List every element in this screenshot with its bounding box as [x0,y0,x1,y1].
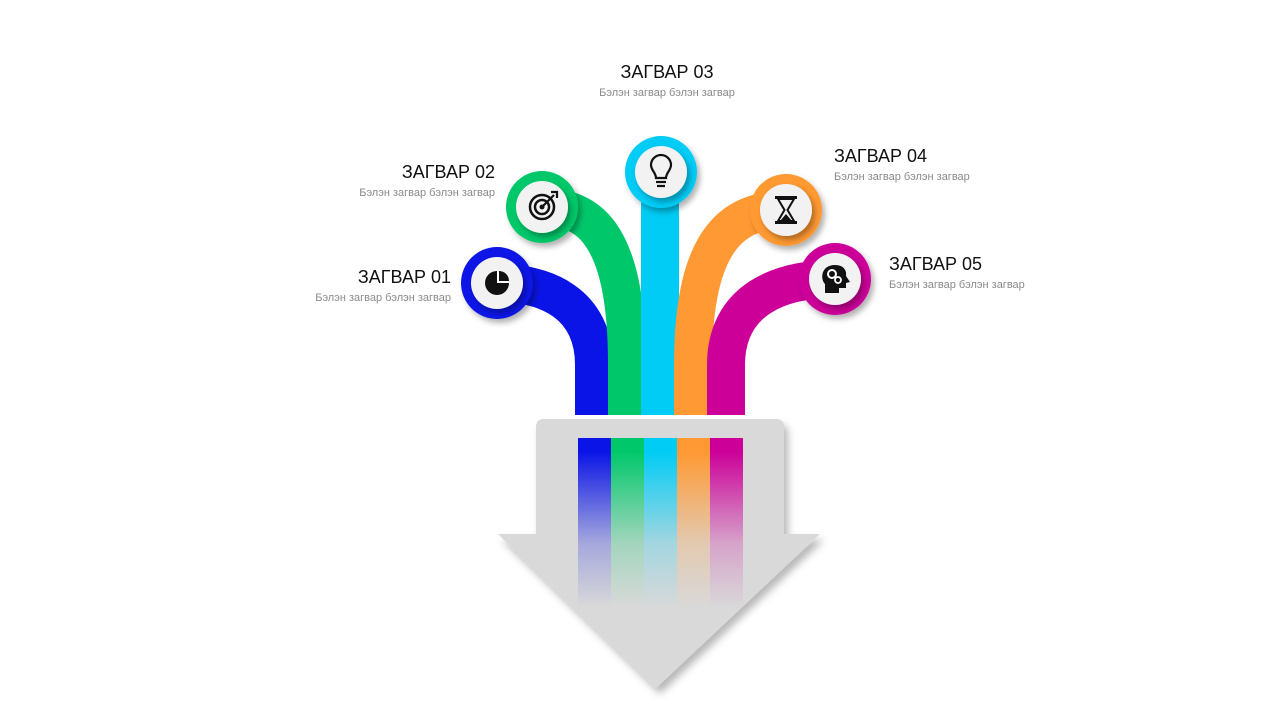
head-gears-icon [822,265,850,293]
item-5-title: ЗАГВАР 05 [889,254,983,274]
icon-nodes [461,136,871,319]
hourglass-icon [775,196,797,224]
item-2-title: ЗАГВАР 02 [401,162,495,182]
label-item-2: ЗАГВАР 02 Бэлэн загвар бэлэн загвар [359,161,495,201]
target-icon [528,190,559,221]
node-2 [506,171,578,243]
lightbulb-icon [649,153,673,188]
stripe-4 [677,438,710,608]
label-item-1: ЗАГВАР 01 Бэлэн загвар бэлэн загвар [315,266,451,306]
node-5 [799,243,871,315]
label-item-3: ЗАГВАР 03 Бэлэн загвар бэлэн загвар [567,61,767,101]
node-3 [625,136,697,208]
stripe-2 [611,438,644,608]
stripe-3 [644,438,677,608]
item-2-subtitle: Бэлэн загвар бэлэн загвар [359,187,495,199]
label-item-5: ЗАГВАР 05 Бэлэн загвар бэлэн загвар [889,253,1025,293]
item-4-title: ЗАГВАР 04 [834,146,928,166]
stripe-1 [578,438,611,608]
item-3-title: ЗАГВАР 03 [620,62,714,82]
item-3-subtitle: Бэлэн загвар бэлэн загвар [599,87,735,99]
stripe-5 [710,438,743,608]
arrow-stripes [578,438,743,608]
node-1 [461,247,533,319]
item-5-subtitle: Бэлэн загвар бэлэн загвар [889,279,1025,291]
pie-chart-icon [485,271,509,295]
item-1-subtitle: Бэлэн загвар бэлэн загвар [315,292,451,304]
color-pipes [496,172,836,415]
item-4-subtitle: Бэлэн загвар бэлэн загвар [834,171,970,183]
item-1-title: ЗАГВАР 01 [357,267,451,287]
node-4 [750,174,822,246]
label-item-4: ЗАГВАР 04 Бэлэн загвар бэлэн загвар [834,145,970,185]
